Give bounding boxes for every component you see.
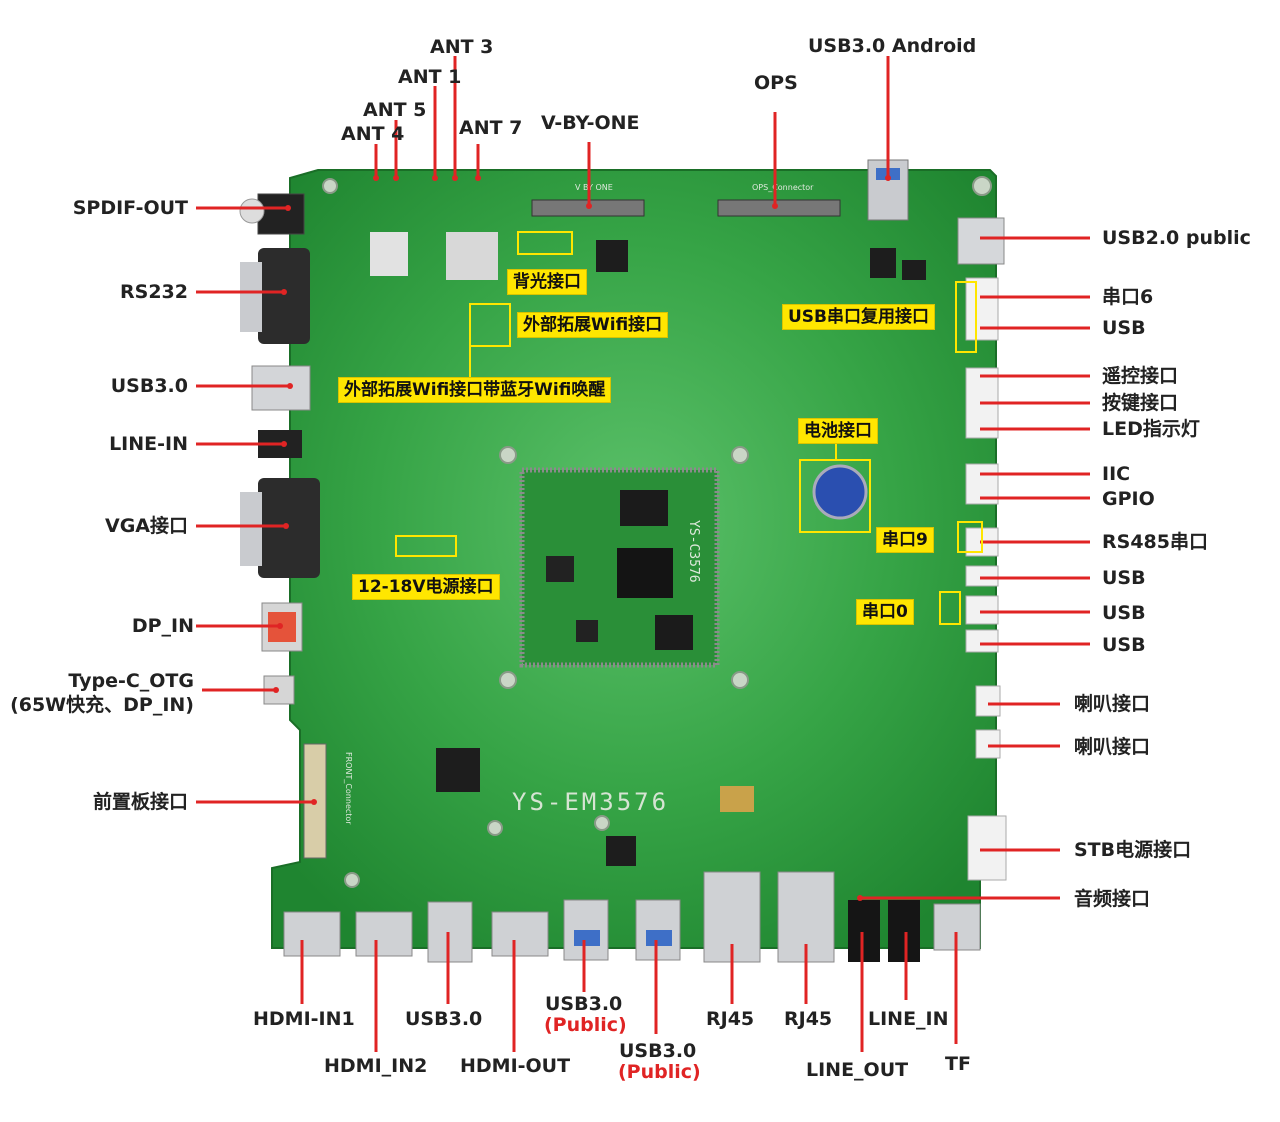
tag-uart0: 串口0 [856,599,914,625]
tag-ext-wifi-bt: 外部拓展Wifi接口带蓝牙Wifi唤醒 [338,377,612,403]
label-usb30-public2: USB3.0 [619,1040,697,1062]
usb20-public-port [957,217,1005,265]
label-usb-r4: USB [1102,634,1146,656]
line-out-jack [848,900,880,962]
label-ant3: ANT 3 [430,36,494,58]
label-hdmi-out: HDMI-OUT [460,1055,571,1077]
callout-boxes [395,231,983,625]
tag-backlight: 背光接口 [507,269,587,295]
spdif-port [257,193,305,235]
label-usb-r3: USB [1102,602,1146,624]
svg-text:FRONT_Connector: FRONT_Connector [344,752,353,825]
label-rs485: RS485串口 [1102,531,1208,553]
label-vga: VGA接口 [104,515,188,537]
label-rs232: RS232 [120,281,188,303]
label-usb30-left: USB3.0 [110,375,188,397]
leader-lines [196,56,1090,1052]
label-ant4: ANT 4 [341,123,405,145]
label-audio: 音频接口 [1074,888,1151,910]
label-ant7: ANT 7 [459,117,523,139]
tag-usb-uart: USB串口复用接口 [782,304,936,330]
label-uart6: 串口6 [1102,286,1154,308]
label-iic: IIC [1102,463,1131,485]
tag-power: 12-18V电源接口 [352,574,500,600]
label-dp-in: DP_IN [131,615,194,637]
label-front-panel: 前置板接口 [92,791,188,813]
label-speaker2: 喇叭接口 [1074,736,1151,758]
label-usb20-public: USB2.0 public [1102,227,1251,249]
label-usb-r2: USB [1102,567,1146,589]
tag-uart9: 串口9 [876,527,934,553]
label-line-in-left: LINE-IN [109,433,188,455]
label-usb-r1: USB [1102,317,1146,339]
tag-ext-wifi: 外部拓展Wifi接口 [517,312,669,338]
label-keys: 按键接口 [1102,392,1179,414]
label-stb-power: STB电源接口 [1074,839,1192,861]
label-rj45-2: RJ45 [784,1008,833,1030]
label-ops: OPS [754,72,798,94]
rs232-port [258,248,310,344]
vga-port [258,478,320,578]
svg-text:V BY ONE: V BY ONE [575,183,613,192]
label-gpio: GPIO [1102,488,1155,510]
label-usb30-public1: USB3.0 [545,993,623,1015]
label-usb30-bottom: USB3.0 [405,1008,483,1030]
label-led: LED指示灯 [1102,418,1200,440]
misc-chips [370,232,926,866]
label-ant1: ANT 1 [398,66,462,88]
som-silkscreen: YS-C3576 [686,520,701,583]
label-typec-otg: Type-C_OTG [68,670,194,692]
label-tf: TF [945,1053,971,1075]
label-rj45-1: RJ45 [706,1008,755,1030]
label-line-out: LINE_OUT [806,1059,909,1081]
line-in-jack [888,900,920,962]
label-ant5: ANT 5 [363,99,427,121]
label-hdmi-in2: HDMI_IN2 [324,1055,428,1077]
label-spdif-out: SPDIF-OUT [72,197,188,219]
label-hdmi-in1: HDMI-IN1 [253,1008,355,1030]
ops-connector [717,199,841,217]
svg-text:OPS_Connector: OPS_Connector [752,183,814,192]
label-remote: 遥控接口 [1102,365,1179,387]
label-vbyone: V-BY-ONE [541,112,640,134]
label-typec-note: (65W快充、DP_IN) [10,694,194,716]
usb30-left-port [251,365,311,411]
battery [812,464,868,520]
label-public2: (Public) [618,1061,701,1083]
label-public1: (Public) [544,1014,627,1036]
label-usb30-android: USB3.0 Android [808,35,977,57]
tag-battery: 电池接口 [798,418,878,444]
label-speaker1: 喇叭接口 [1074,693,1151,715]
board-model: YS-EM3576 [512,788,669,816]
mounting-holes [322,176,992,888]
label-line-in-bottom: LINE_IN [868,1008,949,1030]
